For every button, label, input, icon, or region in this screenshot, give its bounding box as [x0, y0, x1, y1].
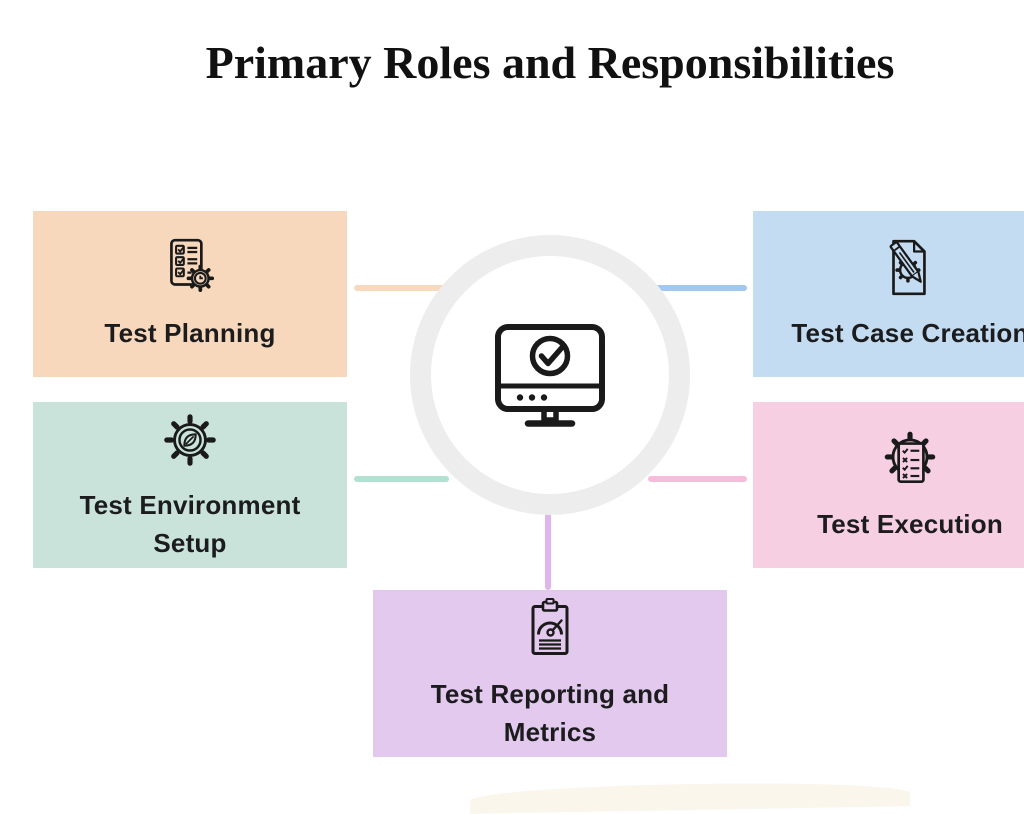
card-label-test-environment-setup: Test Environment Setup [79, 490, 301, 558]
connector-test-planning [354, 285, 449, 291]
card-label-test-case-creation: Test Case Creation [791, 318, 1024, 349]
center-hub [410, 235, 690, 515]
card-label-test-reporting-metrics: Test Reporting and Metrics [430, 678, 670, 747]
clipboard-gauge-icon [518, 596, 582, 662]
checklist-gear-clock-icon [157, 235, 223, 301]
page-title: Primary Roles and Responsibilities [205, 37, 895, 88]
card-test-case-creation: Test Case Creation [753, 211, 1024, 377]
gear-compass-icon [157, 407, 223, 473]
connector-test-execution [648, 476, 747, 482]
card-test-reporting-metrics: Test Reporting and Metrics [373, 590, 727, 757]
monitor-check-icon [487, 319, 613, 431]
card-test-planning: Test Planning [33, 211, 347, 377]
card-test-execution: Test Execution [753, 402, 1024, 568]
card-label-test-execution: Test Execution [817, 509, 1003, 540]
connector-test-reporting [545, 500, 551, 590]
connector-test-environment-setup [354, 476, 449, 482]
gear-checklist-icon [876, 426, 944, 492]
decorative-bottom-shape [469, 780, 911, 814]
document-gear-pencil-icon [877, 235, 943, 301]
card-test-environment-setup: Test Environment Setup [33, 402, 347, 568]
connector-test-case-creation [648, 285, 747, 291]
card-label-test-planning: Test Planning [104, 318, 276, 349]
